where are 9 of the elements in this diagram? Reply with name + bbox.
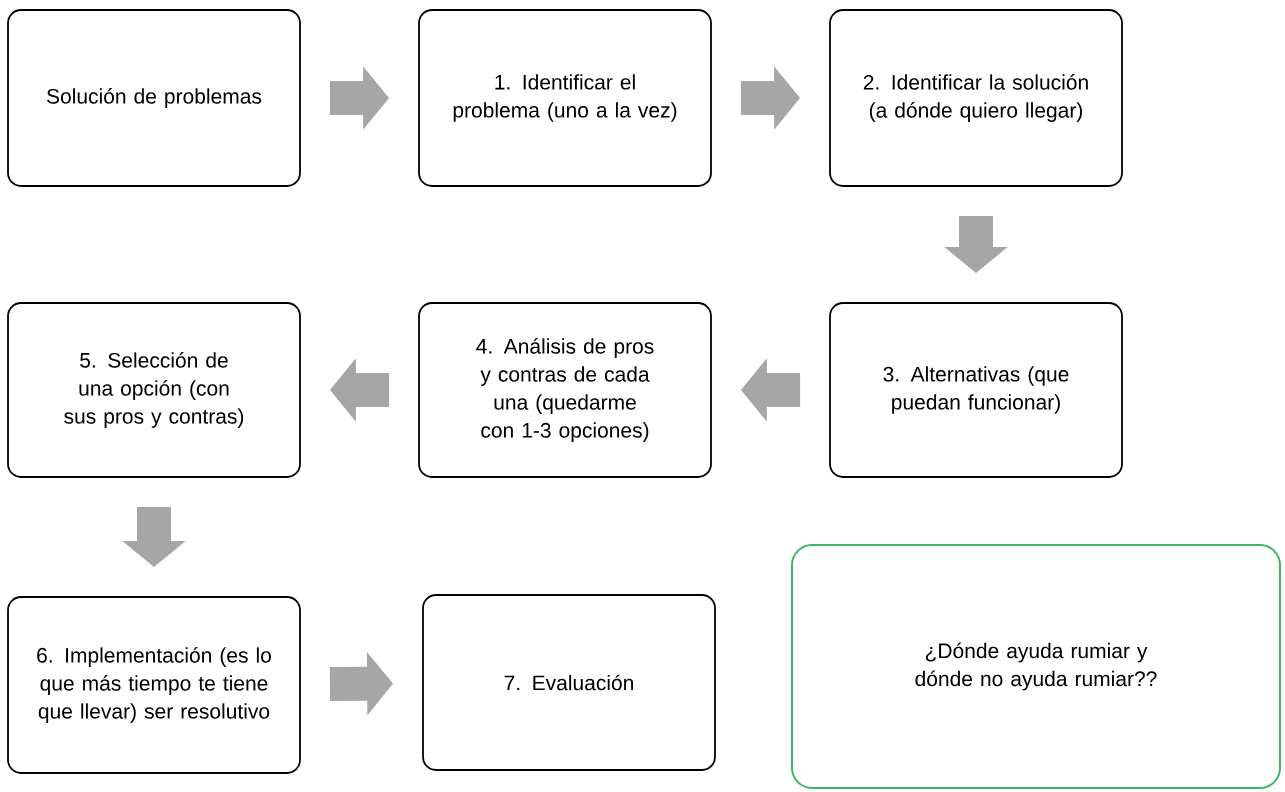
process-box: 4. Análisis de pros y contras de cada una (quedarme con 1-3 opciones): [418, 302, 712, 478]
process-box: 6. Implementación (es lo que más tiempo te tiene que llevar) ser resolutivo: [7, 596, 301, 774]
process-box: 5. Selección de una opción (con sus pros y contras): [7, 302, 301, 478]
process-box: 3. Alternativas (que puedan funcionar): [829, 302, 1123, 478]
process-box: 2. Identificar la solución (a dónde quiero llegar): [829, 9, 1123, 187]
process-box: ¿Dónde ayuda rumiar y dónde no ayuda rumiar??: [791, 544, 1281, 789]
process-box: Solución de problemas: [7, 9, 301, 187]
process-box: 1. Identificar el problema (uno a la vez): [418, 9, 712, 187]
process-box: 7. Evaluación: [422, 594, 716, 771]
